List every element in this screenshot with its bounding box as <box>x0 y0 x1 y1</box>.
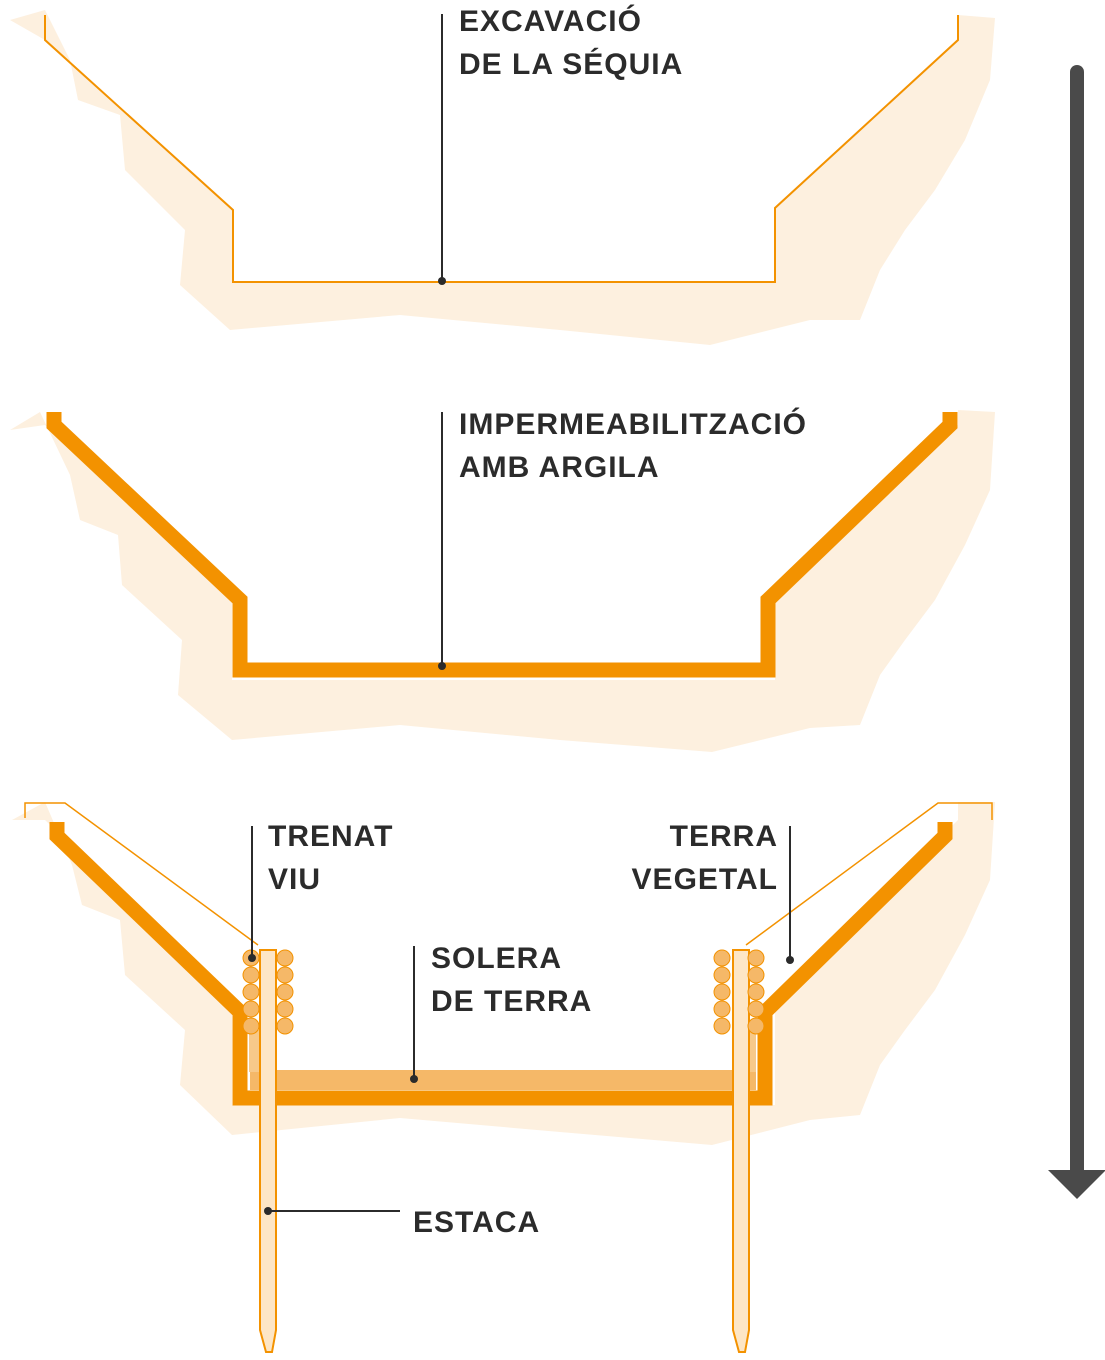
stake-right <box>732 949 750 1353</box>
step-construction: TRENAT VIU TERRA VEGETAL SOLERA DE TERRA… <box>12 802 995 1353</box>
label-floor-line1: SOLERA <box>431 942 562 975</box>
topsoil-outline-left <box>24 802 259 946</box>
label-floor-line2: DE TERRA <box>431 985 592 1018</box>
ditch-outline <box>44 15 959 283</box>
label-excavation-line2: DE LA SÉQUIA <box>459 47 683 81</box>
step-excavation: EXCAVACIÓ DE LA SÉQUIA <box>10 4 995 345</box>
clay-lining-final <box>49 822 953 1106</box>
leader-dot-excavation <box>438 277 446 285</box>
step-clay-lining: IMPERMEABILITZACIÓ AMB ARGILA <box>10 407 995 752</box>
arrow-down-icon <box>1048 65 1105 1199</box>
leader-dot-wattle <box>248 954 256 962</box>
topsoil-outline-right <box>745 802 993 946</box>
leader-dot-stake <box>264 1207 272 1215</box>
earth-floor <box>250 1070 756 1090</box>
label-excavation-line1: EXCAVACIÓ <box>459 4 642 38</box>
stake-left <box>259 949 277 1353</box>
live-wattle-right <box>713 949 765 1035</box>
label-stake: ESTACA <box>413 1206 540 1239</box>
leader-dot-clay <box>438 662 446 670</box>
label-clay-line2: AMB ARGILA <box>459 451 660 484</box>
label-clay-line1: IMPERMEABILITZACIÓ <box>459 407 807 441</box>
label-topsoil-line1: TERRA <box>670 820 778 853</box>
label-wattle-line2: VIU <box>268 863 321 896</box>
label-wattle-line1: TRENAT <box>268 820 393 853</box>
live-wattle-left <box>242 949 294 1035</box>
leader-dot-floor <box>410 1075 418 1083</box>
leader-dot-topsoil <box>786 956 794 964</box>
clay-lining <box>46 412 958 678</box>
label-topsoil-line2: VEGETAL <box>632 863 778 896</box>
